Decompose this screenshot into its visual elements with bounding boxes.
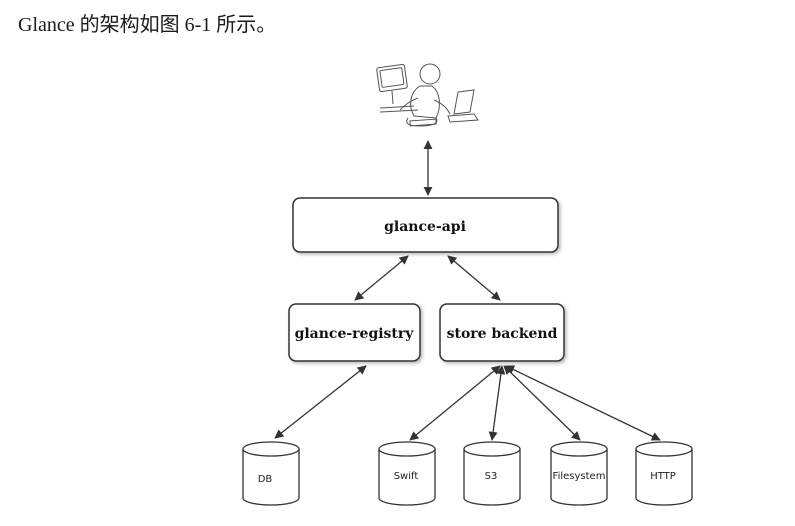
s3-store: S3 xyxy=(463,441,521,506)
swift-label: Swift xyxy=(394,471,419,482)
arrow-store-s3 xyxy=(488,365,506,441)
glance-api-node: glance-api xyxy=(292,197,559,253)
arrow-api-registry xyxy=(354,255,409,301)
store-backend-label: store backend xyxy=(447,326,558,342)
store-backend-node: store backend xyxy=(439,303,565,362)
http-label: HTTP xyxy=(650,471,676,482)
arrow-store-http xyxy=(505,365,661,441)
filesystem-store: Filesystem xyxy=(550,441,608,506)
db-label: DB xyxy=(258,474,273,485)
s3-label: S3 xyxy=(485,471,498,482)
arrow-registry-db xyxy=(274,365,367,439)
caption: Glance 的架构如图 6-1 所示。 xyxy=(18,14,277,36)
glance-registry-label: glance-registry xyxy=(295,326,415,342)
db-store: DB xyxy=(242,441,300,506)
http-store: HTTP xyxy=(635,441,693,506)
glance-registry-node: glance-registry xyxy=(288,303,421,362)
arrow-store-filesystem xyxy=(503,365,581,441)
glance-api-label: glance-api xyxy=(384,219,466,235)
user-at-computer-icon xyxy=(376,63,479,127)
arrow-api-store xyxy=(447,255,501,301)
swift-store: Swift xyxy=(378,441,436,506)
filesystem-label: Filesystem xyxy=(553,471,606,482)
arrow-store-swift xyxy=(409,365,501,441)
